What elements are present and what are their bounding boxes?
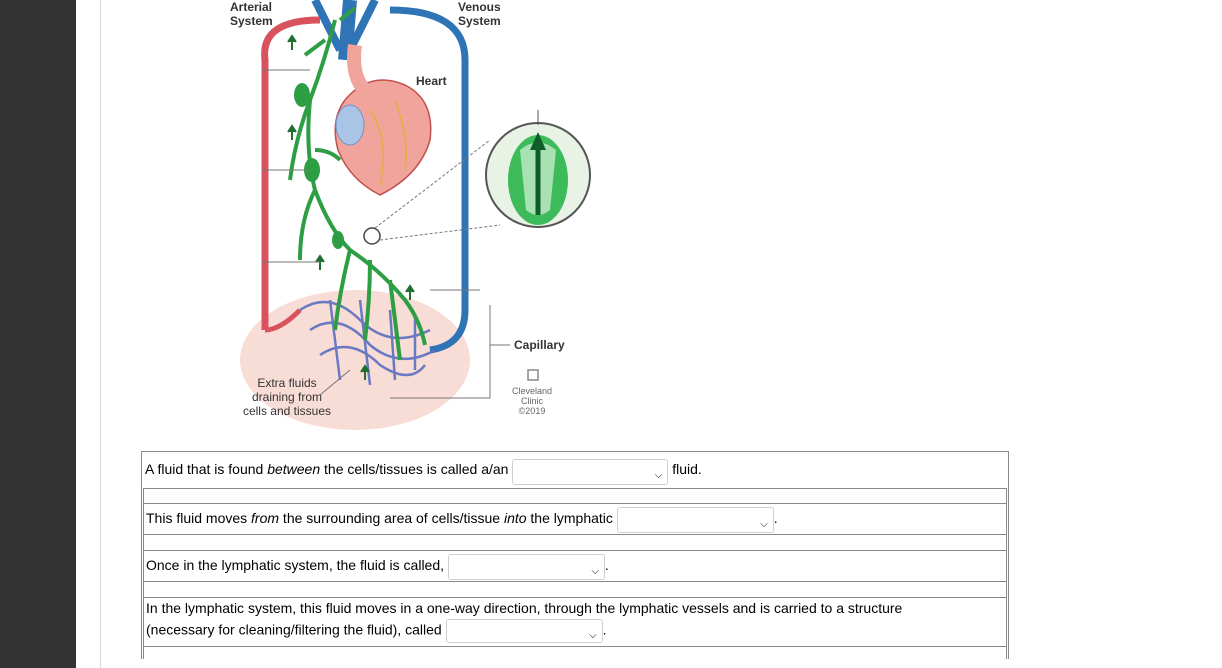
question-row-1: A fluid that is found between the cells/… [142,452,1008,488]
arterial-label-line1: Arterial [230,0,273,14]
q2-text-mid: the surrounding area of cells/tissue [279,510,504,526]
credit-line3: ©2019 [518,406,546,416]
q4-line2: (necessary for cleaning/filtering the fl… [146,619,1004,643]
spacer-row [143,488,1007,503]
q3-text-pre: Once in the lymphatic system, the fluid … [146,557,445,573]
spacer-row [143,646,1007,659]
arterial-label-line2: System [230,14,273,28]
venous-label: Venous System [458,0,501,28]
venous-label-line2: System [458,14,501,28]
q1-dropdown-wrap: ⌵ [512,453,669,487]
question-row-4: In the lymphatic system, this fluid move… [143,597,1007,646]
capillary-label: Capillary [514,338,565,352]
extra-fluids-label: Extra fluids draining from cells and tis… [242,376,332,418]
q3-dropdown-wrap: ⌵ [447,552,605,581]
arterial-label: Arterial System [230,0,273,28]
content-border [100,0,101,668]
credit-label: Cleveland Clinic ©2019 [508,386,556,416]
q4-text-line1: In the lymphatic system, this fluid move… [146,600,903,616]
q4-dropdown-wrap: ⌵ [445,619,603,643]
question-row-2: This fluid moves from the surrounding ar… [143,503,1007,534]
q1-text-post: the cells/tissues is called a/an [320,461,509,477]
q1-text-after: fluid. [672,461,702,477]
q4-dropdown[interactable] [445,619,603,643]
question-row-3: Once in the lymphatic system, the fluid … [143,550,1007,581]
diagram-illustration [240,0,591,430]
q2-dropdown-wrap: ⌵ [616,505,774,534]
spacer-row [143,581,1007,597]
q4-text-after: . [602,621,607,638]
q4-text-line2: (necessary for cleaning/filtering the fl… [146,621,442,638]
q2-text-after: . [773,510,778,526]
extra-fluids-line2: draining from [251,390,323,404]
credit-line1: Cleveland [511,386,553,396]
q2-text-pre: This fluid moves [146,510,252,526]
q3-text-after: . [604,557,609,573]
q2-text-post: the lymphatic [526,510,613,526]
left-rail [0,0,76,668]
spacer-row [143,534,1007,550]
q2-text-em2: into [503,510,527,526]
q3-dropdown[interactable] [447,554,605,581]
venous-label-line1: Venous [458,0,501,14]
q1-text-pre: A fluid that is found [145,461,268,477]
q2-text-em: from [251,510,280,526]
extra-fluids-line3: cells and tissues [242,404,332,418]
question-table: A fluid that is found between the cells/… [141,451,1009,659]
q1-dropdown[interactable] [512,458,669,485]
lymphatic-diagram: Arterial System Venous System Heart Capi… [220,0,600,445]
extra-fluids-line1: Extra fluids [257,376,317,390]
heart-label: Heart [416,74,447,88]
q2-dropdown[interactable] [616,507,774,534]
q1-text-em: between [267,461,321,477]
credit-line2: Clinic [520,396,543,406]
